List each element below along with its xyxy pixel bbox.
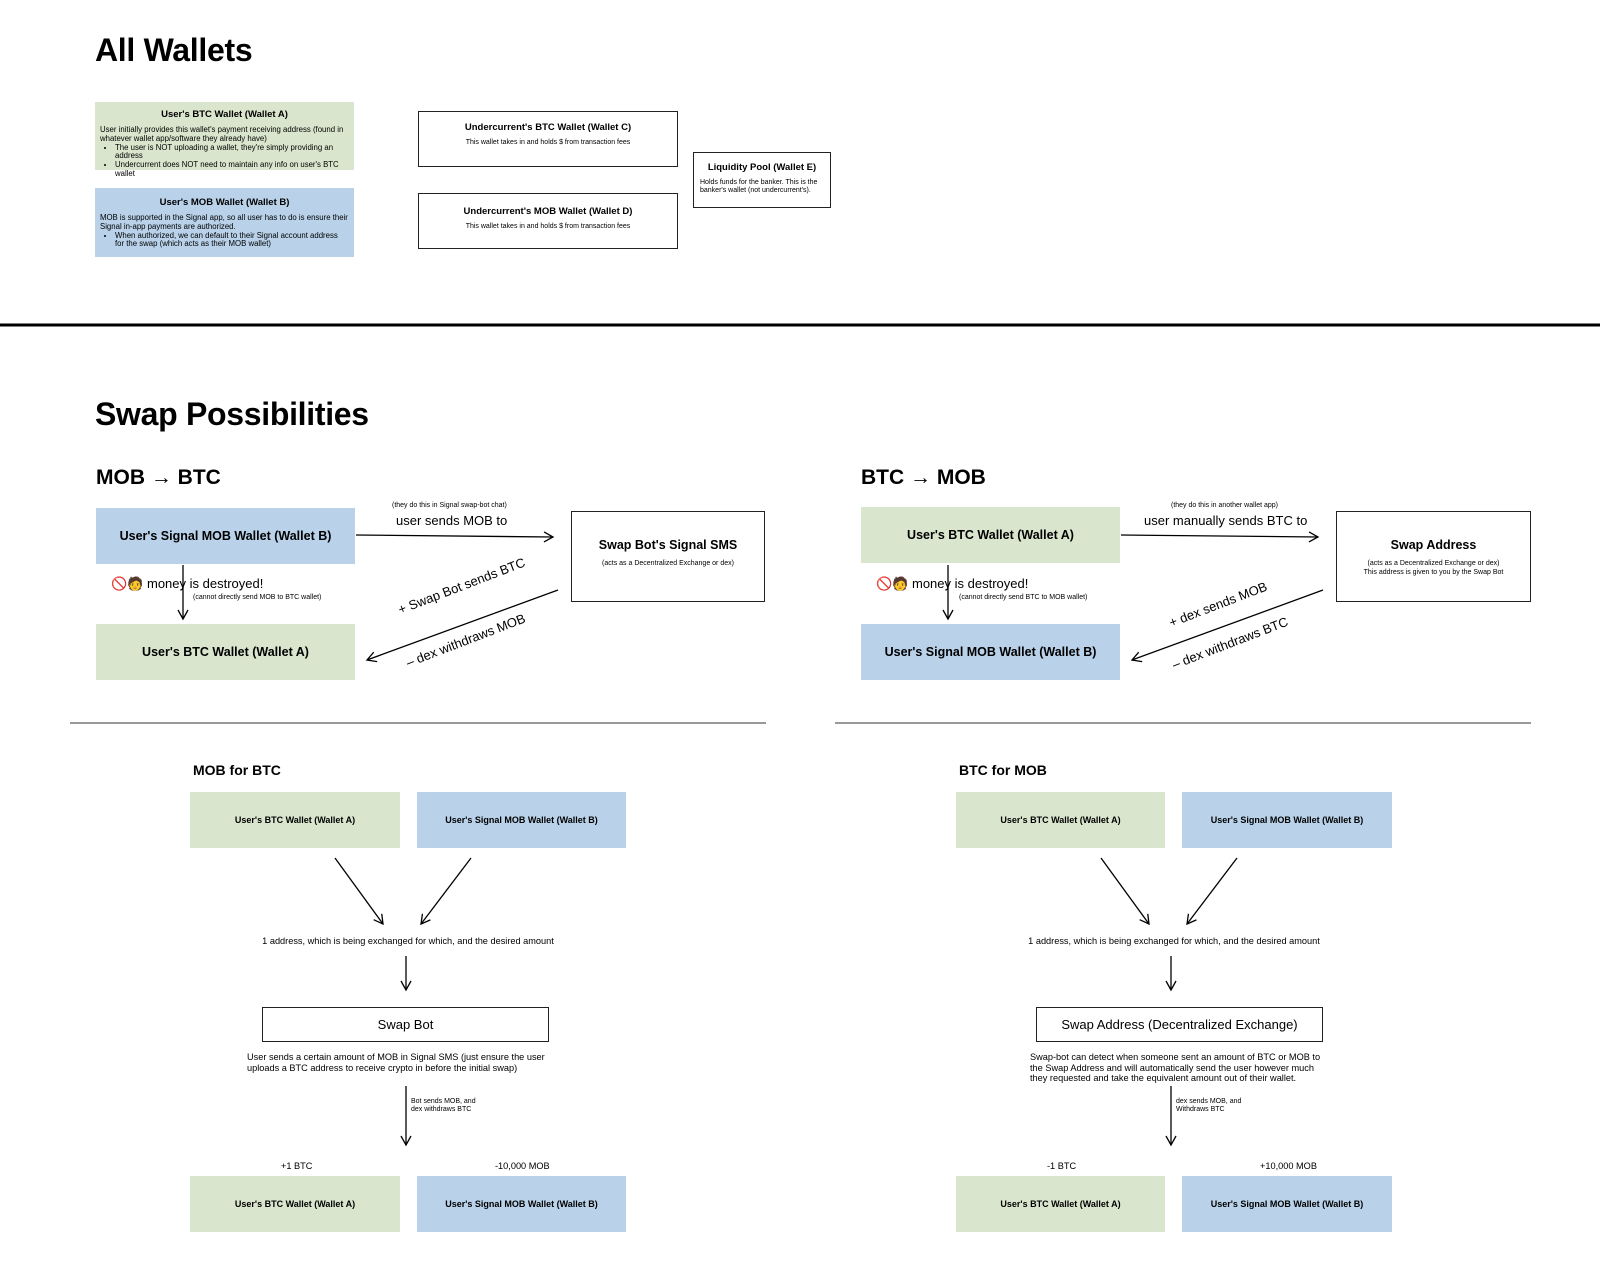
- b2m-swap-address-box: Swap Address (acts as a Decentralized Ex…: [1336, 511, 1531, 602]
- bfm-swap-address-node: Swap Address (Decentralized Exchange): [1036, 1007, 1323, 1042]
- wallet-d-desc: This wallet takes in and holds $ from tr…: [465, 223, 631, 230]
- b2m-source-wallet: User's BTC Wallet (Wallet A): [861, 507, 1120, 563]
- bfm-arrow-label: dex sends MOB, and Withdraws BTC: [1176, 1098, 1242, 1114]
- mob-to-btc-heading: MOB → BTC: [96, 466, 221, 489]
- mfb-arrow-left: [334, 857, 384, 926]
- wallet-c-card: Undercurrent's BTC Wallet (Wallet C) Thi…: [418, 111, 678, 167]
- bfm-merge-text: 1 address, which is being exchanged for …: [1028, 936, 1320, 946]
- m2b-dest-sub: (acts as a Decentralized Exchange or dex…: [602, 560, 734, 567]
- wallet-b-desc: MOB is supported in the Signal app, so a…: [100, 213, 348, 231]
- mfb-delta-2: -10,000 MOB: [495, 1161, 550, 1171]
- no-entry-icon: 🚫🧑: [111, 576, 144, 591]
- mfb-result-wallet-b: User's Signal MOB Wallet (Wallet B): [417, 1176, 626, 1232]
- no-entry-icon: 🚫🧑: [876, 576, 909, 591]
- mfb-node-desc: User sends a certain amount of MOB in Si…: [247, 1052, 545, 1073]
- b2m-note-main: user manually sends BTC to: [1144, 513, 1308, 528]
- b2m-target-wallet: User's Signal MOB Wallet (Wallet B): [861, 624, 1120, 680]
- mfb-arrow-label: Bot sends MOB, and dex withdraws BTC: [411, 1098, 476, 1114]
- wallet-b-card: User's MOB Wallet (Wallet B) MOB is supp…: [95, 188, 354, 257]
- bfm-wallet-a: User's BTC Wallet (Wallet A): [956, 792, 1165, 848]
- b2m-destroyed-text: money is destroyed!: [912, 576, 1029, 591]
- wallet-d-card: Undercurrent's MOB Wallet (Wallet D) Thi…: [418, 193, 678, 249]
- m2b-swap-bot-box: Swap Bot's Signal SMS (acts as a Decentr…: [571, 511, 765, 602]
- m2b-arrow-return: [365, 589, 559, 663]
- mfb-wallet-a: User's BTC Wallet (Wallet A): [190, 792, 400, 848]
- bfm-node-desc: Swap-bot can detect when someone sent an…: [1030, 1052, 1321, 1084]
- b2m-arrow-send: [1120, 531, 1320, 543]
- bfm-delta-2: +10,000 MOB: [1260, 1161, 1317, 1171]
- b2m-note-small: (they do this in another wallet app): [1171, 502, 1279, 509]
- b2m-arrow-return: [1130, 589, 1324, 663]
- wallet-c-title: Undercurrent's BTC Wallet (Wallet C): [464, 122, 632, 133]
- bfm-arrow-right: [1186, 857, 1238, 926]
- all-wallets-title: All Wallets: [95, 32, 253, 68]
- wallet-b-title: User's MOB Wallet (Wallet B): [159, 197, 290, 208]
- bfm-arrow-left: [1100, 857, 1150, 926]
- mfb-wallet-b: User's Signal MOB Wallet (Wallet B): [417, 792, 626, 848]
- btc-to-mob-heading: BTC → MOB: [861, 466, 986, 489]
- mfb-merge-text: 1 address, which is being exchanged for …: [262, 936, 554, 946]
- wallet-e-card: Liquidity Pool (Wallet E) Holds funds fo…: [693, 152, 831, 208]
- wallet-a-bullet: The user is NOT uploading a wallet, they…: [115, 143, 349, 162]
- bfm-delta-1: -1 BTC: [1047, 1161, 1077, 1171]
- bfm-wallet-b: User's Signal MOB Wallet (Wallet B): [1182, 792, 1392, 848]
- m2b-dest-title: Swap Bot's Signal SMS: [598, 538, 738, 552]
- btc-for-mob-heading: BTC for MOB: [959, 762, 1047, 778]
- m2b-target-wallet: User's BTC Wallet (Wallet A): [96, 624, 355, 680]
- mfb-swap-bot-node: Swap Bot: [262, 1007, 549, 1042]
- m2b-arrow-send: [355, 531, 555, 543]
- wallet-a-bullet: Undercurrent does NOT need to maintain a…: [115, 160, 349, 179]
- wallet-e-desc: Holds funds for the banker. This is the …: [700, 179, 818, 195]
- wallet-a-desc: User initially provides this wallet's pa…: [100, 125, 344, 143]
- b2m-dest-title: Swap Address: [1390, 538, 1477, 552]
- mob-for-btc-heading: MOB for BTC: [193, 762, 281, 778]
- mfb-delta-1: +1 BTC: [281, 1161, 313, 1171]
- b2m-dest-sub2: This address is given to you by the Swap…: [1363, 569, 1504, 576]
- wallet-d-title: Undercurrent's MOB Wallet (Wallet D): [463, 206, 633, 217]
- swap-title: Swap Possibilities: [95, 396, 369, 432]
- b2m-dest-sub: (acts as a Decentralized Exchange or dex…: [1367, 560, 1500, 567]
- bfm-result-wallet-a: User's BTC Wallet (Wallet A): [956, 1176, 1165, 1232]
- b2m-destroyed: 🚫🧑 money is destroyed!: [876, 576, 1028, 592]
- mfb-result-wallet-a: User's BTC Wallet (Wallet A): [190, 1176, 400, 1232]
- m2b-note-main: user sends MOB to: [396, 513, 508, 528]
- b2m-destroyed-sub: (cannot directly send BTC to MOB wallet): [959, 594, 1088, 601]
- bfm-result-wallet-b: User's Signal MOB Wallet (Wallet B): [1182, 1176, 1392, 1232]
- wallet-a-title: User's BTC Wallet (Wallet A): [161, 109, 288, 120]
- m2b-destroyed: 🚫🧑 money is destroyed!: [111, 576, 263, 592]
- m2b-note-small: (they do this in Signal swap-bot chat): [392, 502, 507, 509]
- mfb-arrow-right: [420, 857, 472, 926]
- m2b-source-wallet: User's Signal MOB Wallet (Wallet B): [96, 508, 355, 564]
- wallet-a-card: User's BTC Wallet (Wallet A) User initia…: [95, 102, 354, 178]
- m2b-destroyed-text: money is destroyed!: [147, 576, 264, 591]
- wallet-e-title: Liquidity Pool (Wallet E): [707, 162, 817, 173]
- wallet-c-desc: This wallet takes in and holds $ from tr…: [465, 139, 631, 146]
- wallet-b-bullet: When authorized, we can default to their…: [115, 231, 349, 250]
- m2b-destroyed-sub: (cannot directly send MOB to BTC wallet): [193, 594, 322, 601]
